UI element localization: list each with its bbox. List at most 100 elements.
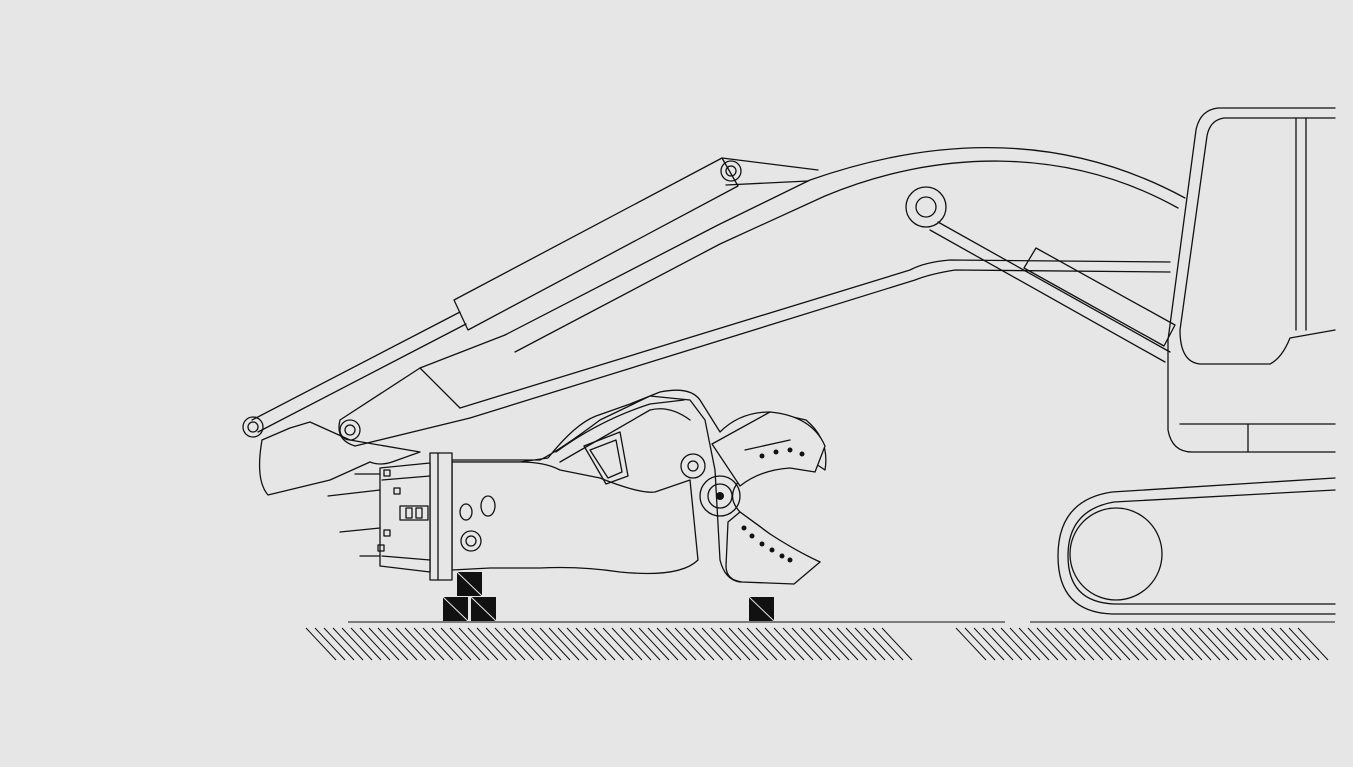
hatch-line xyxy=(440,627,472,661)
hatch-line xyxy=(863,627,895,661)
hatch-line xyxy=(359,627,391,661)
hatch-line xyxy=(1126,627,1158,661)
hatch-line xyxy=(1279,627,1311,661)
hatch-line xyxy=(818,627,850,661)
hatch-line xyxy=(773,627,805,661)
hatch-line xyxy=(764,627,796,661)
hatch-line xyxy=(1162,627,1194,661)
hatch-line xyxy=(1081,627,1113,661)
hatch-line xyxy=(800,627,832,661)
hatch-line xyxy=(665,627,697,661)
hatch-line xyxy=(575,627,607,661)
hatch-line xyxy=(1225,627,1257,661)
stick-cylinder xyxy=(242,157,819,441)
hatch-line xyxy=(467,627,499,661)
hatch-line xyxy=(982,627,1014,661)
hatch-line xyxy=(955,627,987,661)
hatch-line xyxy=(620,627,652,661)
hatch-line xyxy=(1252,627,1284,661)
hatch-line xyxy=(305,627,337,661)
hatch-line xyxy=(494,627,526,661)
stick-arm xyxy=(258,421,421,496)
hatch-line xyxy=(1288,627,1320,661)
hatch-line xyxy=(1198,627,1230,661)
hatch-line xyxy=(593,627,625,661)
hatch-line xyxy=(629,627,661,661)
hatch-line xyxy=(1027,627,1059,661)
hatch-line xyxy=(881,627,913,661)
hatch-line xyxy=(1009,627,1041,661)
hatch-line xyxy=(991,627,1023,661)
hatch-line xyxy=(1108,627,1140,661)
hatch-line xyxy=(845,627,877,661)
hatch-line xyxy=(1054,627,1086,661)
hatch-line xyxy=(431,627,463,661)
hatch-line xyxy=(1045,627,1077,661)
hatch-line xyxy=(458,627,490,661)
hatch-line xyxy=(449,627,481,661)
hatch-line xyxy=(1099,627,1131,661)
hatch-line xyxy=(1207,627,1239,661)
hatch-line xyxy=(1117,627,1149,661)
hatch-line xyxy=(1171,627,1203,661)
hatch-line xyxy=(710,627,742,661)
hatch-line xyxy=(350,627,382,661)
hatch-line xyxy=(512,627,544,661)
hatch-line xyxy=(638,627,670,661)
hatch-line xyxy=(791,627,823,661)
hatch-line xyxy=(719,627,751,661)
hatch-line xyxy=(1297,627,1329,661)
hatch-line xyxy=(386,627,418,661)
hatch-line xyxy=(323,627,355,661)
hatch-line xyxy=(872,627,904,661)
hatch-line xyxy=(476,627,508,661)
boom xyxy=(338,147,1186,447)
support-blocks xyxy=(442,571,775,622)
hatch-line xyxy=(755,627,787,661)
hatch-line xyxy=(1189,627,1221,661)
hatch-line xyxy=(602,627,634,661)
hatch-line xyxy=(1144,627,1176,661)
hatch-line xyxy=(728,627,760,661)
hatch-line xyxy=(611,627,643,661)
hatch-line xyxy=(1063,627,1095,661)
hatch-line xyxy=(530,627,562,661)
hatch-line xyxy=(1072,627,1104,661)
hatch-line xyxy=(566,627,598,661)
hatch-line xyxy=(422,627,454,661)
hatch-line xyxy=(1270,627,1302,661)
hatch-line xyxy=(737,627,769,661)
hatch-line xyxy=(701,627,733,661)
hatch-line xyxy=(1036,627,1068,661)
hatch-line xyxy=(395,627,427,661)
hatch-line xyxy=(503,627,535,661)
hatch-line xyxy=(1180,627,1212,661)
hatch-line xyxy=(584,627,616,661)
hatch-line xyxy=(377,627,409,661)
hatch-line xyxy=(485,627,517,661)
hatch-line xyxy=(647,627,679,661)
hatch-line xyxy=(827,627,859,661)
ground-hatch-left xyxy=(305,627,913,661)
hatch-line xyxy=(1243,627,1275,661)
hatch-line xyxy=(683,627,715,661)
hatch-line xyxy=(557,627,589,661)
ground xyxy=(305,621,1335,661)
hatch-line xyxy=(1135,627,1167,661)
hatch-line xyxy=(746,627,778,661)
hatch-line xyxy=(782,627,814,661)
hatch-line xyxy=(332,627,364,661)
hatch-line xyxy=(1216,627,1248,661)
excavator-cab xyxy=(1167,107,1336,453)
hatch-line xyxy=(341,627,373,661)
hatch-line xyxy=(1153,627,1185,661)
hatch-line xyxy=(404,627,436,661)
boom-cylinder xyxy=(905,186,1176,363)
hatch-line xyxy=(973,627,1005,661)
hatch-line xyxy=(1261,627,1293,661)
track-assembly xyxy=(1057,477,1336,615)
hatch-line xyxy=(964,627,996,661)
hatch-line xyxy=(1234,627,1266,661)
